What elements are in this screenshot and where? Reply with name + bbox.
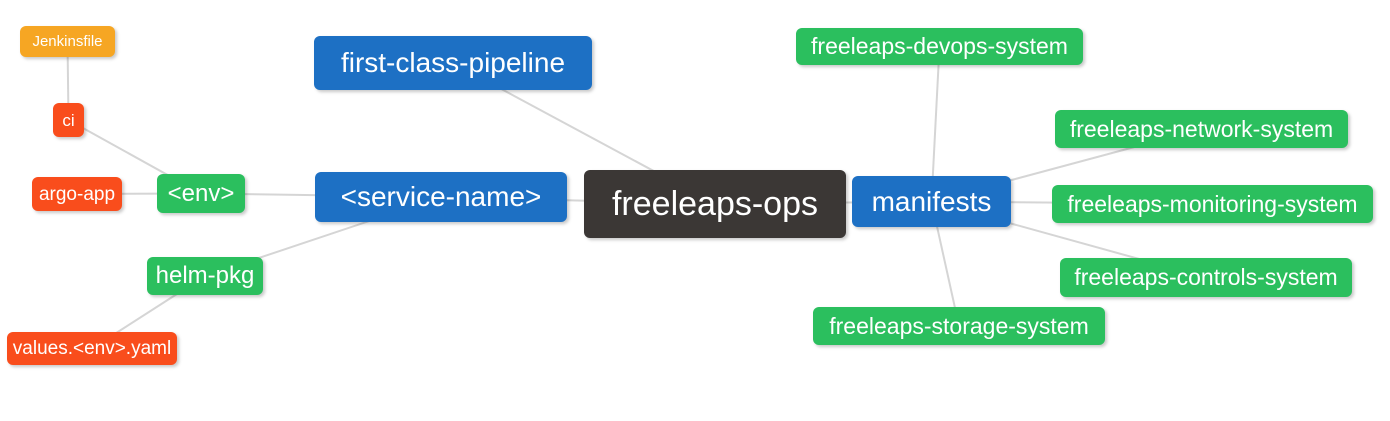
node-freeleaps-network-system[interactable]: freeleaps-network-system bbox=[1055, 110, 1348, 148]
node-helm-pkg[interactable]: helm-pkg bbox=[147, 257, 263, 295]
node-label: freeleaps-storage-system bbox=[829, 312, 1089, 339]
node-values-env-yaml[interactable]: values.<env>.yaml bbox=[7, 332, 177, 365]
node-label: freeleaps-network-system bbox=[1069, 115, 1334, 142]
node-label: <service-name> bbox=[340, 181, 542, 212]
node-freeleaps-storage-system[interactable]: freeleaps-storage-system bbox=[813, 307, 1105, 345]
node-env[interactable]: <env> bbox=[157, 174, 245, 213]
node-freeleaps-controls-system[interactable]: freeleaps-controls-system bbox=[1060, 258, 1352, 297]
edge-manifests--freeleaps-devops-system bbox=[930, 46, 941, 202]
node-label: Jenkinsfile bbox=[32, 33, 103, 50]
node-label: freeleaps-devops-system bbox=[811, 33, 1068, 59]
node-jenkinsfile[interactable]: Jenkinsfile bbox=[20, 26, 115, 57]
node-ci[interactable]: ci bbox=[53, 103, 84, 137]
node-manifests[interactable]: manifests bbox=[852, 176, 1011, 227]
node-label: freeleaps-controls-system bbox=[1074, 264, 1338, 290]
node-label: manifests bbox=[871, 185, 992, 217]
node-first-class-pipeline[interactable]: first-class-pipeline bbox=[314, 36, 592, 90]
node-freeleaps-monitoring-system[interactable]: freeleaps-monitoring-system bbox=[1052, 185, 1373, 223]
node-label: ci bbox=[62, 110, 75, 130]
node-label: first-class-pipeline bbox=[340, 47, 566, 78]
node-label: freeleaps-monitoring-system bbox=[1067, 190, 1358, 217]
node-label: freeleaps-ops bbox=[611, 185, 818, 223]
node-service-name[interactable]: <service-name> bbox=[315, 172, 567, 222]
node-freeleaps-devops-system[interactable]: freeleaps-devops-system bbox=[796, 28, 1083, 65]
node-label: helm-pkg bbox=[155, 262, 255, 289]
node-argo-app[interactable]: argo-app bbox=[32, 177, 122, 211]
node-label: <env> bbox=[167, 179, 235, 207]
node-label: argo-app bbox=[38, 183, 116, 205]
node-freeleaps-ops[interactable]: freeleaps-ops bbox=[584, 170, 846, 238]
node-label: values.<env>.yaml bbox=[12, 338, 172, 359]
